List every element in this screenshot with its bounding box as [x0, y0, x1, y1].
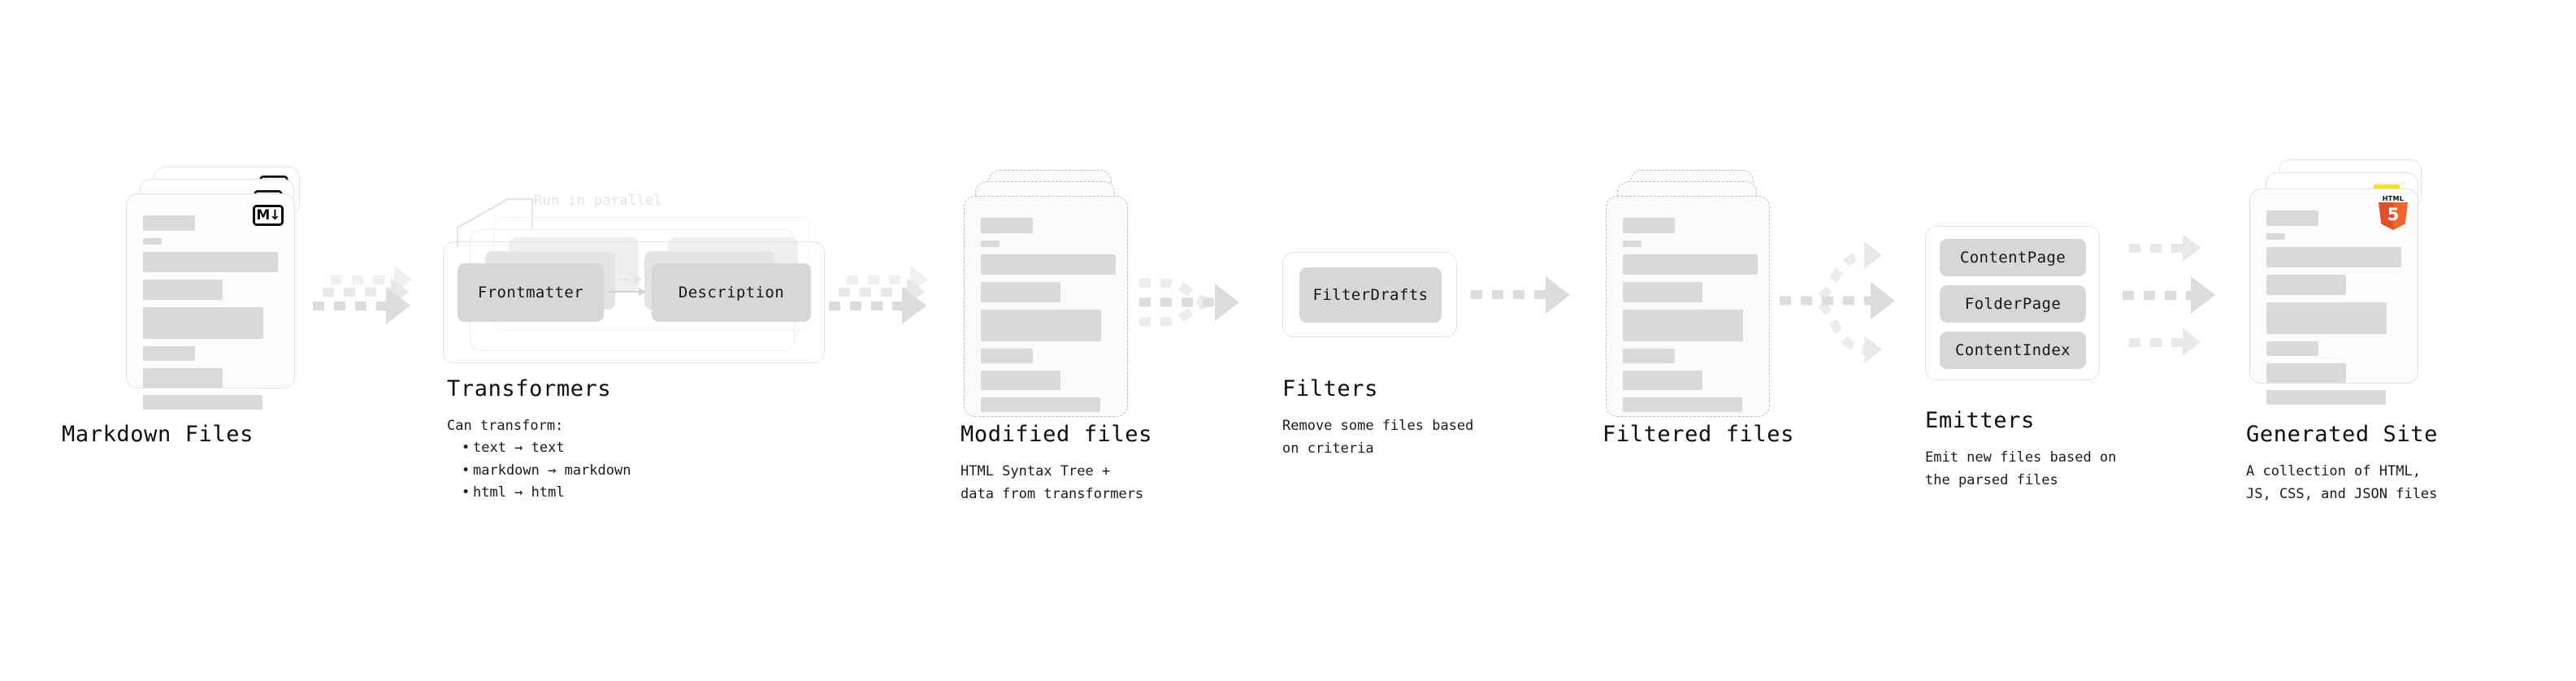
connector-transformers-to-modified [829, 266, 951, 339]
markdown-card-front: M↓ [126, 193, 295, 410]
transformers-title: Transformers [447, 376, 612, 401]
filtered-placeholder-lines [1623, 218, 1758, 419]
modified-placeholder-lines [981, 218, 1116, 419]
connector-emitters-to-site [2113, 228, 2259, 382]
emitters-title: Emitters [1925, 408, 2035, 433]
connector-filters-to-filtered [1471, 276, 1601, 325]
site-placeholder-lines [2266, 210, 2403, 412]
filtered-files-title: Filtered files [1602, 422, 1794, 447]
filtered-card-front [1606, 196, 1770, 417]
pill-folderpage[interactable]: FolderPage [1940, 285, 2086, 323]
html5-icon: HTML 5 [2379, 195, 2408, 231]
filters-title: Filters [1282, 376, 1378, 401]
modified-files-title: Modified files [961, 422, 1152, 447]
transformers-subtitle: Can transform: [447, 418, 564, 434]
pill-description[interactable]: Description [652, 263, 811, 322]
filtered-files-card-stack [1606, 167, 1793, 427]
emitters-group: ContentPage FolderPage ContentIndex [1925, 226, 2100, 380]
modified-card-front [964, 196, 1128, 417]
transformer-card-front: Frontmatter Description [443, 241, 825, 363]
filters-group: FilterDrafts [1282, 252, 1457, 337]
pill-contentpage[interactable]: ContentPage [1940, 239, 2086, 276]
merge-curve [1139, 278, 1219, 327]
generated-site-subtitle: A collection of HTML, JS, CSS, and JSON … [2246, 463, 2438, 502]
emitters-subtitle: Emit new files based on the parsed files [1925, 449, 2117, 488]
generated-site-card-stack: CSS JS HTML 5 [2249, 159, 2444, 427]
split-curve [1780, 250, 1876, 354]
list-item: text → text [462, 437, 631, 460]
transformers-capability-list: text → text markdown → markdown html → h… [460, 437, 631, 505]
transformers-group: Run in parallel Frontmatter Description [443, 183, 825, 370]
pill-filterdrafts[interactable]: FilterDrafts [1299, 267, 1442, 323]
pill-frontmatter[interactable]: Frontmatter [458, 263, 604, 322]
site-card-front: HTML 5 [2249, 189, 2418, 405]
markdown-icon: M↓ [253, 205, 284, 226]
list-item: markdown → markdown [462, 460, 631, 483]
list-item: html → html [462, 482, 631, 505]
markdown-files-title: Markdown Files [62, 422, 254, 447]
markdown-files-card-stack: M↓ M↓ M↓ [126, 167, 313, 427]
connector-modified-to-filters [1138, 252, 1292, 349]
modified-files-card-stack [964, 167, 1151, 427]
run-in-parallel-bracket [456, 197, 534, 248]
pill-contentindex[interactable]: ContentIndex [1940, 332, 2086, 369]
connector-markdown-to-transformers [313, 266, 435, 339]
filters-subtitle: Remove some files based on criteria [1282, 418, 1474, 457]
run-in-parallel-label: Run in parallel [534, 193, 663, 209]
markdown-placeholder-lines [143, 215, 280, 417]
modified-files-subtitle: HTML Syntax Tree + data from transformer… [961, 463, 1144, 502]
connector-filtered-to-emitters [1780, 219, 1942, 382]
generated-site-title: Generated Site [2246, 422, 2438, 447]
